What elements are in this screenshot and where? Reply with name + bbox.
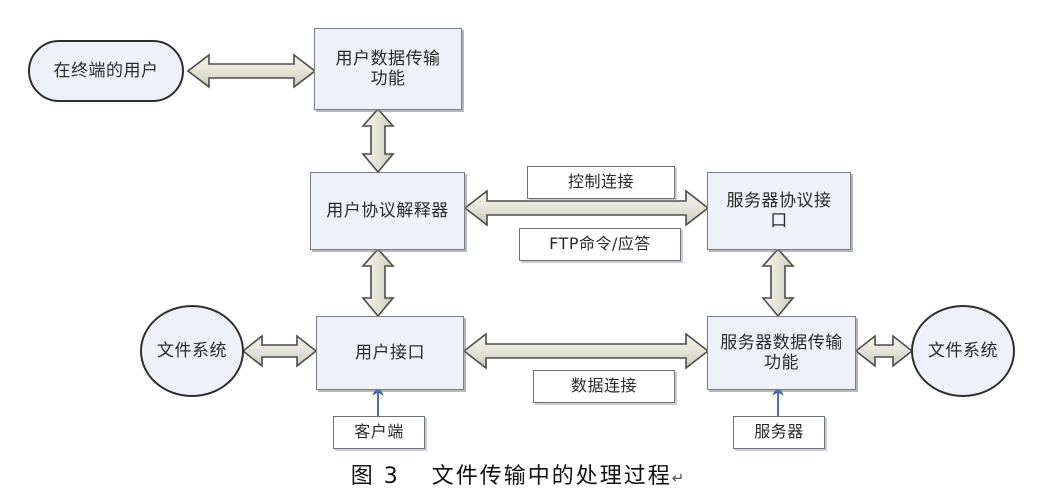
label-data-connection: 数据连接 [533,370,675,403]
node-file-system-left-label: 文件系统 [157,340,227,361]
arrow-serverdatatransfer-filesystemright [854,334,914,368]
node-server-data-transfer[interactable]: 服务器数据传输功能 [707,316,856,390]
node-user-protocol-interpreter-label: 用户协议解释器 [326,200,449,221]
arrow-serverinterface-serverdatatransfer [761,247,795,318]
label-control-connection-text: 控制连接 [567,172,634,192]
pilcrow-icon: ↵ [671,469,687,487]
node-server-tag[interactable]: 服务器 [733,416,825,449]
node-user-data-transfer-label: 用户数据传输功能 [335,48,441,89]
node-server-tag-label: 服务器 [754,422,804,442]
node-file-system-left[interactable]: 文件系统 [140,305,244,397]
arrow-terminaluser-userdatatransfer [186,53,317,89]
node-client-tag[interactable]: 客户端 [333,416,425,449]
arrow-userinterface-serverdatatransfer [462,332,710,370]
arrow-interpreter-userinterface [361,247,395,318]
node-user-data-transfer[interactable]: 用户数据传输功能 [314,28,462,110]
node-user-interface[interactable]: 用户接口 [316,316,464,390]
node-terminal-user-label: 在终端的用户 [53,60,159,81]
node-file-system-right[interactable]: 文件系统 [911,305,1015,397]
figure-caption-text: 文件传输中的处理过程 [431,464,672,489]
node-file-system-right-label: 文件系统 [928,340,998,361]
node-server-protocol-interface[interactable]: 服务器协议接口 [707,172,851,250]
label-data-connection-text: 数据连接 [570,376,637,396]
node-server-data-transfer-label: 服务器数据传输功能 [720,332,843,373]
label-ftp-commands-text: FTP命令/应答 [549,234,651,254]
arrow-filesystemleft-userinterface [241,334,318,368]
figure-caption-number: 图 3 [350,464,400,489]
node-user-interface-label: 用户接口 [355,342,425,363]
node-terminal-user[interactable]: 在终端的用户 [28,40,184,102]
arrow-userdatatransfer-interpreter [361,107,395,174]
label-control-connection: 控制连接 [527,166,675,199]
figure-caption: 图 3 文件传输中的处理过程↵ [0,458,1037,490]
node-user-protocol-interpreter[interactable]: 用户协议解释器 [310,172,465,250]
node-server-protocol-interface-label: 服务器协议接口 [726,190,832,231]
label-ftp-commands: FTP命令/应答 [519,228,681,261]
node-client-tag-label: 客户端 [354,422,404,442]
